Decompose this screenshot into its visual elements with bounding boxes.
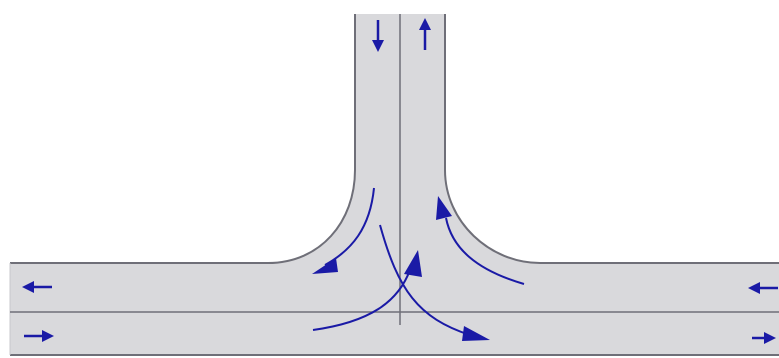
road-surface bbox=[10, 14, 779, 355]
north-leg-west-curb bbox=[10, 14, 356, 264]
eastbound-left-turn-to-north bbox=[312, 250, 422, 331]
southbound-right-turn-to-west bbox=[312, 187, 375, 274]
westbound-right-turn-to-north bbox=[436, 196, 525, 285]
north-leg-northbound-arrow bbox=[419, 18, 431, 50]
southbound-left-turn-to-east bbox=[379, 224, 490, 341]
north-leg-east-curb bbox=[444, 14, 779, 264]
north-leg-southbound-arrow bbox=[372, 20, 384, 52]
east-westbound-arrow bbox=[748, 282, 778, 294]
east-eastbound-arrow bbox=[752, 332, 776, 344]
west-eastbound-arrow bbox=[24, 330, 54, 342]
west-westbound-arrow bbox=[22, 281, 52, 293]
